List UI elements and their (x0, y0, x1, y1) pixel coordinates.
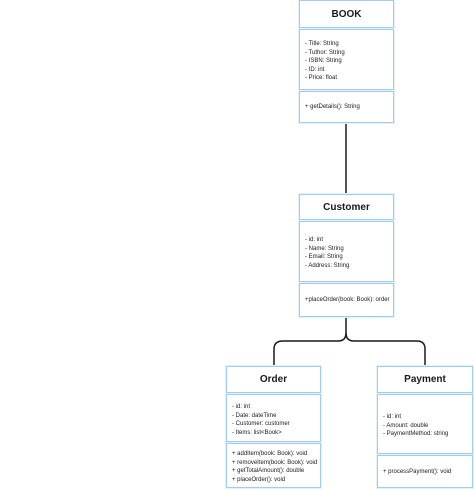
payment-class-header[interactable]: Payment (377, 366, 473, 393)
order-attribute: - Customer: customer (232, 421, 290, 427)
order-method: + placeOrder(): void (232, 476, 286, 483)
book-methods[interactable]: + getDetails(): String (299, 91, 394, 123)
payment-attributes[interactable]: - id: int - Amount: double - PaymentMeth… (377, 394, 473, 454)
payment-attribute: - Amount: double (383, 422, 429, 429)
book-attribute: - Tuthor: String (305, 49, 345, 56)
order-method: + getTotalAmount(): double (232, 468, 305, 474)
order-attributes[interactable]: - id: int - Date: dateTime - Customer: c… (226, 394, 321, 442)
payment-attribute: - PaymentMethod: string (383, 431, 449, 437)
order-attribute: - id: int (232, 404, 251, 410)
customer-attribute: - Name: String (305, 245, 344, 252)
book-attributes[interactable]: - Title: String - Tuthor: String - ISBN:… (299, 29, 394, 90)
order-attribute: - Items: list<Book> (232, 429, 282, 436)
customer-attribute: - Address: String (305, 262, 350, 269)
order-methods[interactable]: + addItem(book: Book): void + removeItem… (226, 443, 321, 488)
payment-class-title: Payment (404, 374, 446, 385)
book-attribute: - Title: String (305, 41, 339, 47)
book-attribute: - ID: int (305, 66, 325, 73)
customer-attribute: - Email: String (305, 254, 343, 260)
order-class-header[interactable]: Order (226, 366, 321, 393)
book-attribute: - Price: float (305, 75, 338, 81)
customer-methods[interactable]: +placeOrder(book: Book): order (299, 283, 394, 317)
customer-order-line (273, 318, 347, 366)
order-method: + removeItem(book: Book): void (232, 459, 318, 466)
payment-methods[interactable]: + processPayment(): void (377, 455, 473, 488)
book-class-title: BOOK (331, 8, 362, 20)
order-attribute: - Date: dateTime (232, 412, 277, 419)
payment-attribute: - id: int (383, 414, 402, 420)
customer-method: +placeOrder(book: Book): order (305, 297, 390, 303)
customer-class-header[interactable]: Customer (299, 194, 394, 220)
customer-payment-line (345, 332, 426, 366)
customer-attribute: - id: int (305, 237, 324, 243)
book-method: + getDetails(): String (305, 104, 360, 110)
customer-attributes[interactable]: - id: int - Name: String - Email: String… (299, 221, 394, 282)
book-class-header[interactable]: BOOK (299, 0, 394, 28)
book-attribute: - ISBN: String (305, 58, 342, 64)
payment-method: + processPayment(): void (383, 468, 452, 475)
order-class-title: Order (259, 374, 288, 385)
customer-class-title: Customer (323, 201, 370, 213)
order-method: + addItem(book: Book): void (232, 451, 308, 457)
